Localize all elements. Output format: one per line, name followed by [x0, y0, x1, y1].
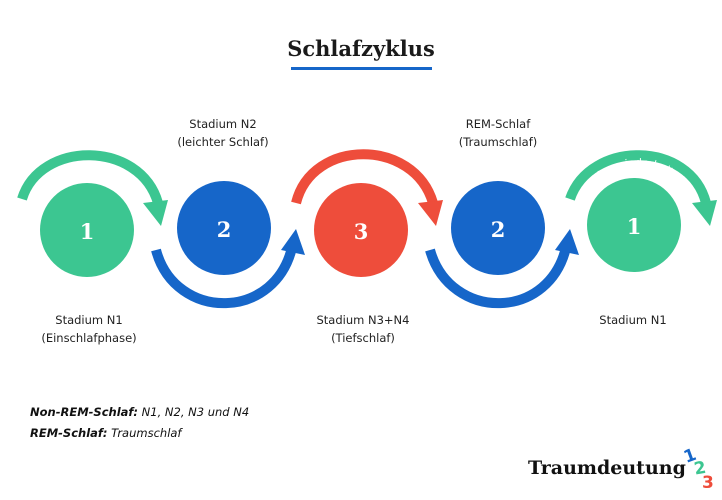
- stage-label-n1-line1: Stadium N1: [55, 313, 123, 327]
- logo-digit-2: 2: [692, 458, 707, 480]
- legend-rem-term: REM-Schlaf:: [30, 426, 108, 440]
- arrow-n1-to-n2-head: [143, 200, 168, 226]
- arrow-n3-to-rem-head: [418, 200, 443, 226]
- arrow-n2-to-n3-head: [281, 229, 305, 255]
- arrow-cycle-repeat-head: [692, 200, 717, 226]
- diagram-title: Schlafzyklus: [287, 36, 435, 61]
- stage-circle-5: [587, 178, 681, 272]
- stage-label-n3-line2: (Tiefschlaf): [331, 331, 395, 345]
- stage-label-n1-line2: (Einschlafphase): [41, 331, 137, 345]
- stage-label-n2-line2: (leichter Schlaf): [177, 135, 269, 149]
- stage-number-3: 3: [354, 219, 369, 244]
- stage-number-4: 2: [491, 217, 506, 242]
- legend-rem-desc: Traumschlaf: [107, 426, 182, 440]
- legend-nonrem: Non-REM-Schlaf: N1, N2, N3 und N4: [30, 405, 249, 419]
- arrow-n1-to-n2: [17, 150, 163, 205]
- arrow-n2-to-n3: [151, 241, 298, 309]
- stage-label-n3: Stadium N3+N4 (Tiefschlaf): [288, 311, 438, 347]
- stage-circle-4: [451, 181, 545, 275]
- legend-nonrem-desc: N1, N2, N3 und N4: [138, 405, 250, 419]
- stage-number-5: 1: [627, 214, 642, 239]
- legend-rem: REM-Schlaf: Traumschlaf: [30, 426, 181, 440]
- arrow-rem-to-n1: [425, 241, 572, 309]
- legend-nonrem-term: Non-REM-Schlaf:: [30, 405, 139, 419]
- stage-number-2: 2: [217, 217, 232, 242]
- stage-label-rem: REM-Schlaf (Traumschlaf): [423, 115, 573, 151]
- arrow-cycle-repeat: [565, 150, 711, 205]
- stage-label-n2-line1: Stadium N2: [189, 117, 257, 131]
- arrow-n3-to-rem: [291, 149, 438, 205]
- stage-circle-3: [314, 183, 408, 277]
- arrow-rem-to-n1-head: [555, 229, 579, 255]
- stage-circle-2: [177, 181, 271, 275]
- stage-number-1: 1: [80, 219, 95, 244]
- stage-label-rem-line1: REM-Schlaf: [465, 117, 531, 131]
- stage-label-n1: Stadium N1 (Einschlafphase): [14, 311, 164, 347]
- brand-logo-icon: 1 2 3: [681, 445, 714, 492]
- stage-label-rem-line2: (Traumschlaf): [458, 135, 538, 149]
- stage-label-n3-line1: Stadium N3+N4: [316, 313, 410, 327]
- stage-label-n2: Stadium N2 (leichter Schlaf): [148, 115, 298, 151]
- stage-circle-1: [40, 183, 134, 277]
- stage-label-n1-repeat: Stadium N1: [558, 311, 708, 329]
- logo-digit-3: 3: [702, 473, 714, 492]
- brand-name: Traumdeutung: [528, 457, 686, 479]
- title-underline: [291, 67, 432, 70]
- stage-label-n1-repeat-line1: Stadium N1: [599, 313, 667, 327]
